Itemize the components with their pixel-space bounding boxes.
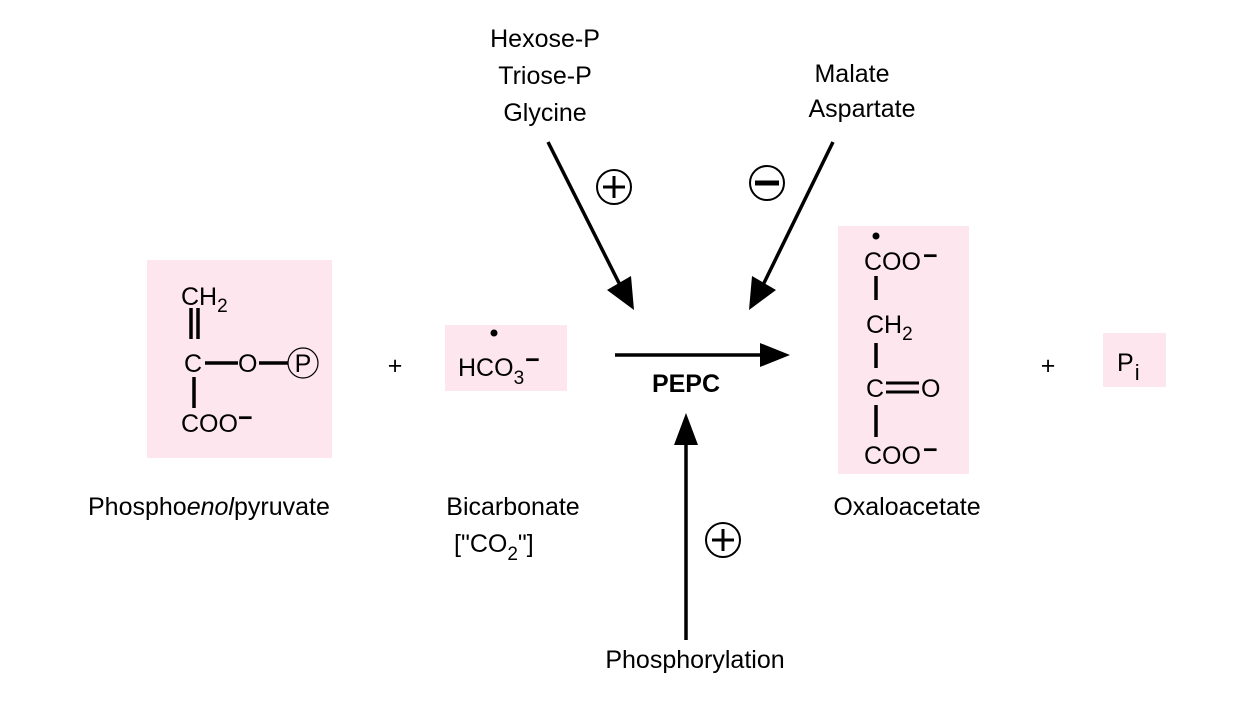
oaa-carboxylate-bottom-formula: COO−: [864, 436, 938, 470]
pep-highlight-box: [147, 260, 332, 458]
inhibitor-malate: Malate: [814, 60, 889, 88]
inhibition-arrow: [761, 141, 835, 286]
phosphorylation-label: Phosphorylation: [605, 646, 784, 674]
phosphoenolpyruvate-structure: CH2 C O P COO−: [147, 260, 332, 458]
pep-ch2-formula: CH2: [181, 283, 228, 317]
oaa-carbon: C: [866, 375, 884, 403]
oaa-ch2-subscript: 2: [902, 324, 913, 345]
labeled-carbon-dot: [490, 329, 498, 337]
plus-sign: +: [388, 352, 403, 380]
oaa-ch2-formula: CH2: [866, 311, 913, 345]
activation-arrow: [546, 141, 622, 286]
oaa-carboxylate-top: COO: [864, 248, 921, 276]
plus-sign: +: [1041, 352, 1056, 380]
pep-charge: −: [238, 404, 253, 432]
activator-hexose-p: Hexose-P: [490, 25, 600, 53]
pep-label: Phosphoenolpyruvate: [88, 493, 330, 521]
oxaloacetate-structure: COO− CH2 C O COO−: [838, 226, 969, 474]
oaa-carboxylate-bottom: COO: [864, 442, 921, 470]
bicarbonate-subscript: 3: [514, 368, 525, 389]
bicarbonate-formula-group: HCO3−: [458, 346, 540, 389]
arrow-head-icon: [674, 413, 698, 445]
phosphate-highlight-box: [1103, 333, 1166, 387]
phosphate-subscript: i: [1135, 360, 1140, 385]
oaa-charge-bottom: −: [923, 436, 938, 464]
arrow-head-icon: [760, 343, 790, 367]
pep-phosphate: P: [295, 350, 312, 378]
pep-carbon: C: [184, 350, 202, 378]
oaa-oxygen: O: [921, 375, 940, 403]
oaa-charge-top: −: [923, 242, 938, 270]
co2-alias-close: "]: [518, 530, 534, 558]
phosphate-formula: Pi: [1117, 349, 1140, 385]
activator-triose-p: Triose-P: [498, 62, 592, 90]
phosphate-circle-icon: [287, 347, 319, 379]
oaa-ch2: CH: [866, 311, 902, 339]
minus-circle-icon: [749, 165, 785, 201]
enzyme-label: PEPC: [652, 370, 720, 398]
pep-carboxylate-formula: COO−: [181, 404, 253, 438]
arrow-head-icon: [749, 276, 776, 310]
bicarbonate-formula: HCO: [458, 354, 514, 382]
labeled-carbon-dot: [872, 232, 880, 240]
oaa-carboxylate-top-formula: COO−: [864, 242, 938, 276]
pep-carboxylate: COO: [181, 410, 238, 438]
co2-alias-group: ["CO2"]: [454, 530, 534, 565]
oxaloacetate-label: Oxaloacetate: [833, 493, 980, 521]
activator-glycine: Glycine: [503, 99, 586, 127]
co2-alias: ["CO: [454, 530, 507, 558]
co2-alias-subscript: 2: [507, 544, 518, 565]
bicarbonate-highlight-box: [445, 325, 567, 391]
oxaloacetate-highlight-box: [838, 226, 969, 474]
bicarbonate-label: Bicarbonate: [446, 493, 579, 521]
pep-ch2-subscript: 2: [217, 296, 228, 317]
arrow-head-icon: [607, 276, 634, 310]
phosphate-p: P: [1117, 349, 1134, 377]
pep-oxygen: O: [238, 350, 257, 378]
bicarbonate-charge: −: [525, 346, 540, 374]
plus-circle-icon: [705, 522, 741, 558]
pep-ch2: CH: [181, 283, 217, 311]
plus-circle-icon: [596, 169, 632, 205]
inhibitor-aspartate: Aspartate: [808, 95, 915, 123]
